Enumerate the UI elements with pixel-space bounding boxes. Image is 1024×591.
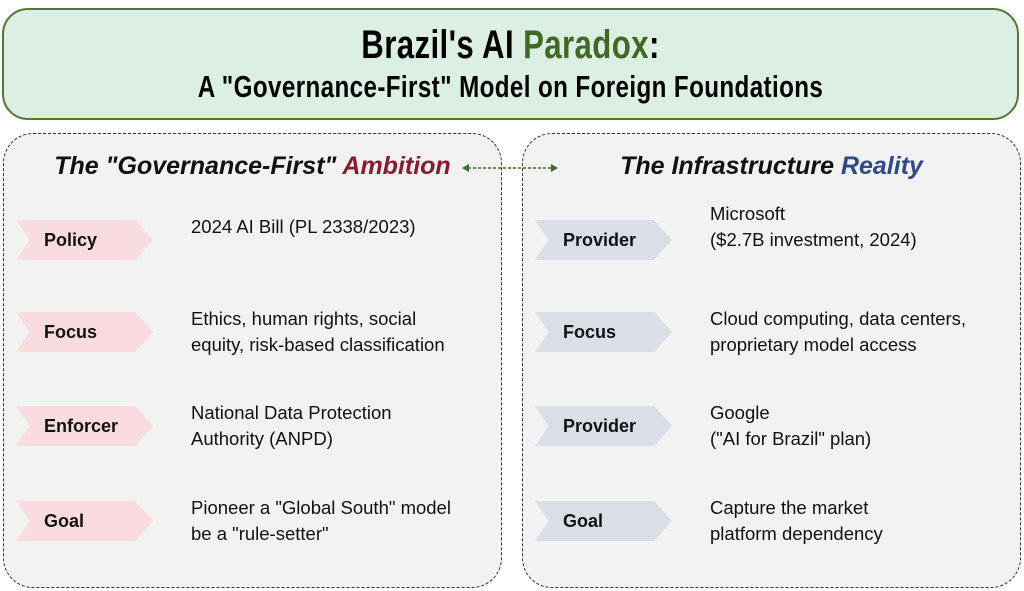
- ambition-row: Focus Ethics, human rights, social equity…: [16, 302, 496, 362]
- reality-heading: The Infrastructure Reality: [523, 152, 1020, 181]
- title-colon: :: [648, 23, 660, 67]
- ambition-row: Policy 2024 AI Bill (PL 2338/2023): [16, 210, 496, 270]
- ambition-row: Enforcer National Data Protection Authori…: [16, 396, 496, 456]
- row-label: Goal: [535, 501, 672, 541]
- reality-row: Provider Google ("AI for Brazil" plan): [535, 396, 1015, 456]
- row-label: Focus: [16, 312, 153, 352]
- row-text: Pioneer a "Global South" model be a "rul…: [191, 497, 451, 544]
- ambition-panel: The "Governance-First" Ambition Policy 20…: [3, 133, 502, 588]
- ambition-heading: The "Governance-First" Ambition: [4, 152, 501, 181]
- heading-text: The Infrastructure: [620, 152, 841, 180]
- ambition-row: Goal Pioneer a "Global South" model be a …: [16, 491, 496, 551]
- row-text: Microsoft ($2.7B investment, 2024): [710, 203, 917, 250]
- title-line1: Brazil's AI Paradox:: [115, 22, 905, 68]
- row-text: 2024 AI Bill (PL 2338/2023): [191, 216, 416, 237]
- row-label: Provider: [535, 220, 672, 260]
- row-text: Google ("AI for Brazil" plan): [710, 402, 872, 449]
- row-label: Focus: [535, 312, 672, 352]
- row-text: Cloud computing, data centers, proprieta…: [710, 308, 967, 355]
- row-label: Provider: [535, 406, 672, 446]
- reality-row: Goal Capture the market platform dependen…: [535, 491, 1015, 551]
- heading-text: The "Governance-First": [54, 152, 343, 180]
- row-label: Enforcer: [16, 406, 153, 446]
- title-banner: Brazil's AI Paradox: A "Governance-First…: [2, 8, 1019, 120]
- reality-panel: The Infrastructure Reality Provider Micro…: [522, 133, 1021, 588]
- row-label: Policy: [16, 220, 153, 260]
- row-text: Capture the market platform dependency: [710, 497, 883, 544]
- title-text: Brazil's AI: [361, 23, 524, 67]
- row-text: Ethics, human rights, social equity, ris…: [191, 308, 445, 355]
- double-arrow-icon: [462, 164, 558, 172]
- heading-highlight: Reality: [840, 152, 923, 180]
- reality-row: Focus Cloud computing, data centers, prop…: [535, 302, 1015, 362]
- subtitle: A "Governance-First" Model on Foreign Fo…: [197, 69, 824, 104]
- reality-row: Provider Microsoft ($2.7B investment, 202…: [535, 203, 1015, 270]
- row-text: National Data Protection Authority (ANPD…: [191, 402, 392, 449]
- heading-highlight: Ambition: [342, 152, 451, 180]
- row-label: Goal: [16, 501, 153, 541]
- title-highlight: Paradox: [523, 23, 649, 67]
